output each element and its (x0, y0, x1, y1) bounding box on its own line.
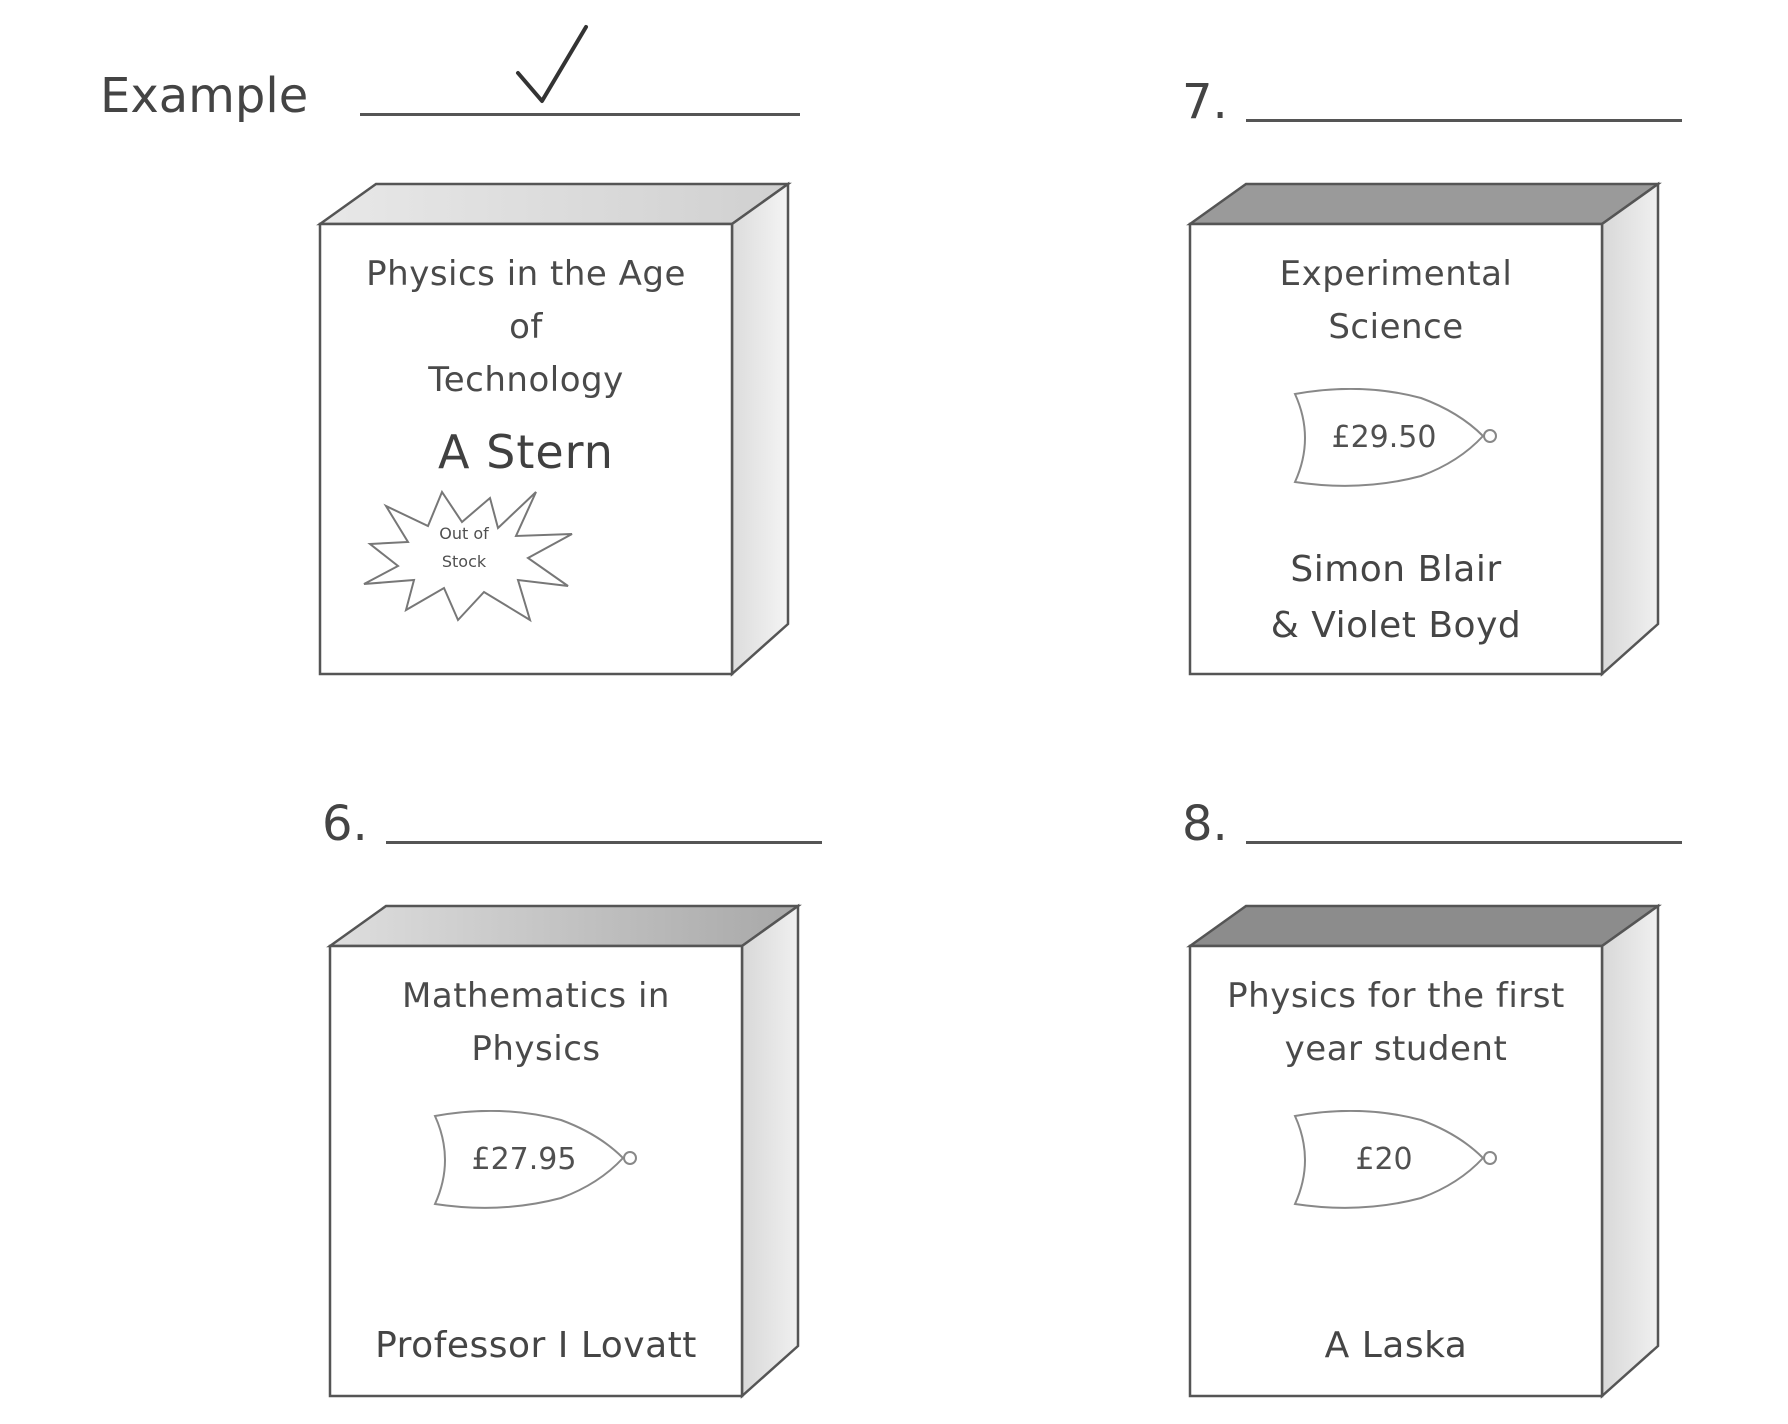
book-box-icon (316, 181, 792, 677)
price-tag: £29.50 (1291, 388, 1501, 488)
book-price: £20 (1355, 1142, 1413, 1177)
book-title: Physics in the Age of Technology (366, 254, 686, 400)
price-tag: £27.95 (431, 1110, 641, 1210)
question-8-answer-row: 8. (1182, 800, 1682, 848)
question-7-answer-row: 7. (1182, 78, 1682, 126)
book-title: Mathematics in Physics (402, 976, 670, 1069)
book-price: £27.95 (471, 1142, 577, 1177)
check-mark-icon (508, 21, 598, 111)
book-title: Experimental Science (1279, 254, 1513, 347)
question-8-answer-line[interactable] (1245, 841, 1682, 844)
question-6-number: 6. (322, 796, 368, 852)
out-of-stock-stamp: Out of Stock (358, 484, 588, 624)
book-cover: Physics for the first year student £20 A… (1190, 946, 1602, 1396)
book-cover: Experimental Science £29.50 Simon Blair … (1190, 224, 1602, 674)
book-price: £29.50 (1331, 420, 1437, 455)
question-8-number: 8. (1182, 796, 1228, 852)
question-7-number: 7. (1182, 74, 1228, 130)
example-label: Example (100, 68, 309, 124)
book-author: A Laska (1324, 1325, 1468, 1366)
price-tag: £20 (1291, 1110, 1501, 1210)
book-question-8: Physics for the first year student £20 A… (1186, 903, 1662, 1399)
question-7-answer-line[interactable] (1245, 119, 1682, 122)
book-author: A Stern (438, 425, 614, 479)
book-title: Physics for the first year student (1227, 976, 1565, 1069)
book-example: Physics in the Age of Technology A Stern… (316, 181, 792, 677)
book-author: Simon Blair & Violet Boyd (1270, 549, 1522, 646)
book-cover: Physics in the Age of Technology A Stern (320, 224, 732, 674)
book-question-6: Mathematics in Physics £27.95 Professor … (326, 903, 802, 1399)
price-tag-icon (1293, 1110, 1497, 1209)
book-question-7: Experimental Science £29.50 Simon Blair … (1186, 181, 1662, 677)
price-tag-icon (1293, 388, 1497, 487)
price-tag-icon (433, 1110, 637, 1209)
book-author: Professor I Lovatt (375, 1325, 697, 1366)
example-answer-line (360, 25, 801, 116)
question-6-answer-line[interactable] (385, 841, 822, 844)
example-answer-row: Example (100, 25, 801, 124)
question-6-answer-row: 6. (322, 800, 822, 848)
book-cover: Mathematics in Physics £27.95 Professor … (330, 946, 742, 1396)
